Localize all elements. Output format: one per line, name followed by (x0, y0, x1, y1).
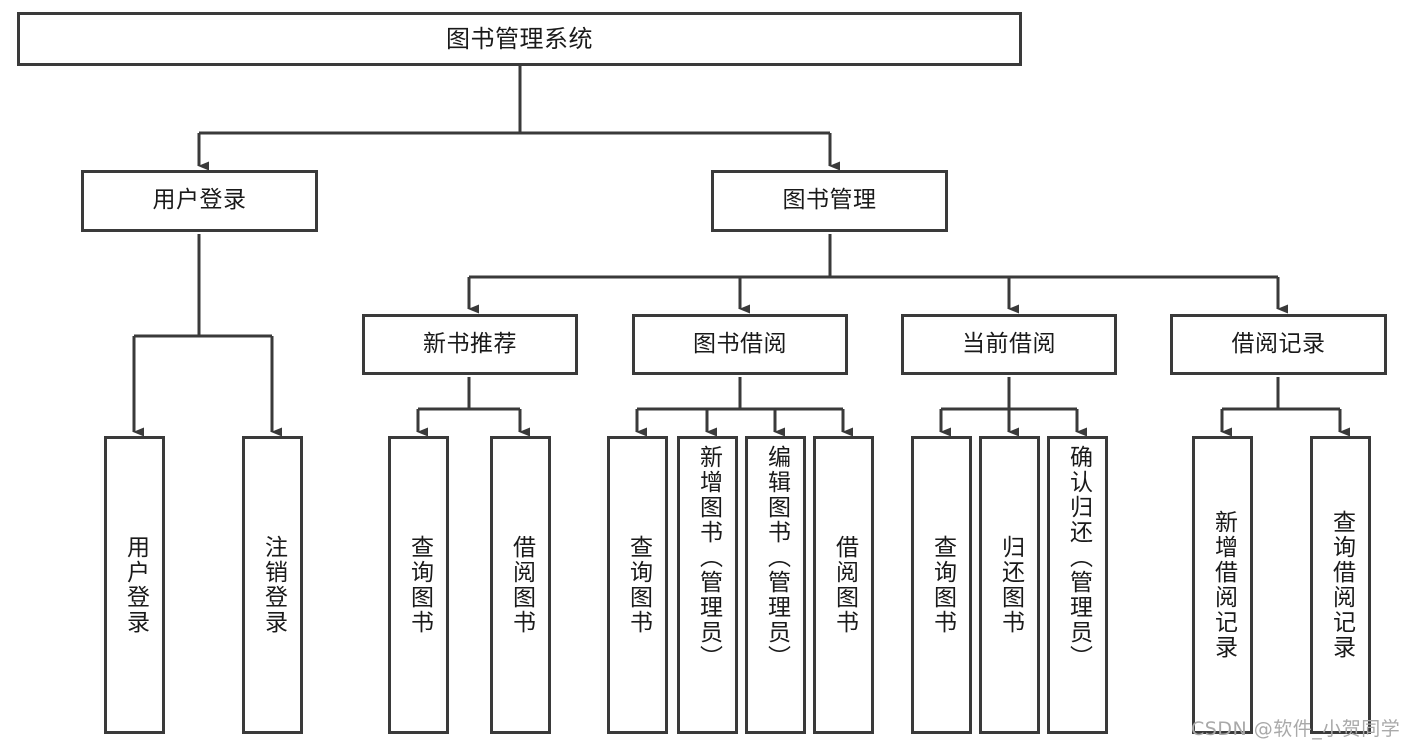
node-label: 归还图书 (997, 535, 1024, 635)
leaf-recommend-query-book[interactable]: 查询图书 (388, 436, 449, 734)
node-label: 新书推荐 (423, 330, 517, 357)
leaf-current-confirm-return-admin[interactable]: 确认归还（管理员） (1047, 436, 1108, 734)
leaf-borrow-add-book-admin[interactable]: 新增图书（管理员） (677, 436, 738, 734)
node-label: 查询图书 (625, 535, 652, 635)
leaf-borrow-borrow-book[interactable]: 借阅图书 (813, 436, 874, 734)
node-label: 借阅图书 (831, 535, 858, 635)
node-label: 图书管理 (782, 187, 877, 214)
node-label: 当前借阅 (962, 330, 1056, 357)
node-label: 用户登录 (122, 535, 149, 635)
node-new-book-recommend[interactable]: 新书推荐 (362, 314, 578, 375)
leaf-user-login-login[interactable]: 用户登录 (104, 436, 165, 734)
node-label: 查询借阅记录 (1328, 510, 1355, 660)
node-label: 新增借阅记录 (1210, 510, 1237, 660)
node-label: 查询图书 (929, 535, 956, 635)
node-label: 新增图书（管理员） (695, 445, 722, 670)
node-label: 编辑图书（管理员） (763, 445, 790, 670)
node-label: 确认归还（管理员） (1065, 445, 1092, 670)
node-book-borrow[interactable]: 图书借阅 (632, 314, 848, 375)
leaf-recommend-borrow-book[interactable]: 借阅图书 (490, 436, 551, 734)
leaf-user-login-logout[interactable]: 注销登录 (242, 436, 303, 734)
node-user-login[interactable]: 用户登录 (81, 170, 318, 232)
node-label: 查询图书 (406, 535, 433, 635)
node-book-management[interactable]: 图书管理 (711, 170, 948, 232)
leaf-borrow-query-book[interactable]: 查询图书 (607, 436, 668, 734)
leaf-current-return-book[interactable]: 归还图书 (979, 436, 1040, 734)
node-label: 借阅记录 (1231, 330, 1326, 357)
leaf-record-query-record[interactable]: 查询借阅记录 (1310, 436, 1371, 734)
leaf-current-query-book[interactable]: 查询图书 (911, 436, 972, 734)
leaf-record-add-record[interactable]: 新增借阅记录 (1192, 436, 1253, 734)
node-label: 借阅图书 (508, 535, 535, 635)
node-label: 图书借阅 (693, 330, 787, 357)
node-label: 注销登录 (260, 535, 287, 635)
node-label: 图书管理系统 (446, 24, 593, 53)
node-label: 用户登录 (152, 187, 247, 214)
leaf-borrow-edit-book-admin[interactable]: 编辑图书（管理员） (745, 436, 806, 734)
node-current-borrow[interactable]: 当前借阅 (901, 314, 1117, 375)
csdn-watermark: CSDN @软件_小贺同学 (1191, 718, 1401, 740)
node-borrow-record[interactable]: 借阅记录 (1170, 314, 1387, 375)
node-root-system[interactable]: 图书管理系统 (17, 12, 1022, 66)
